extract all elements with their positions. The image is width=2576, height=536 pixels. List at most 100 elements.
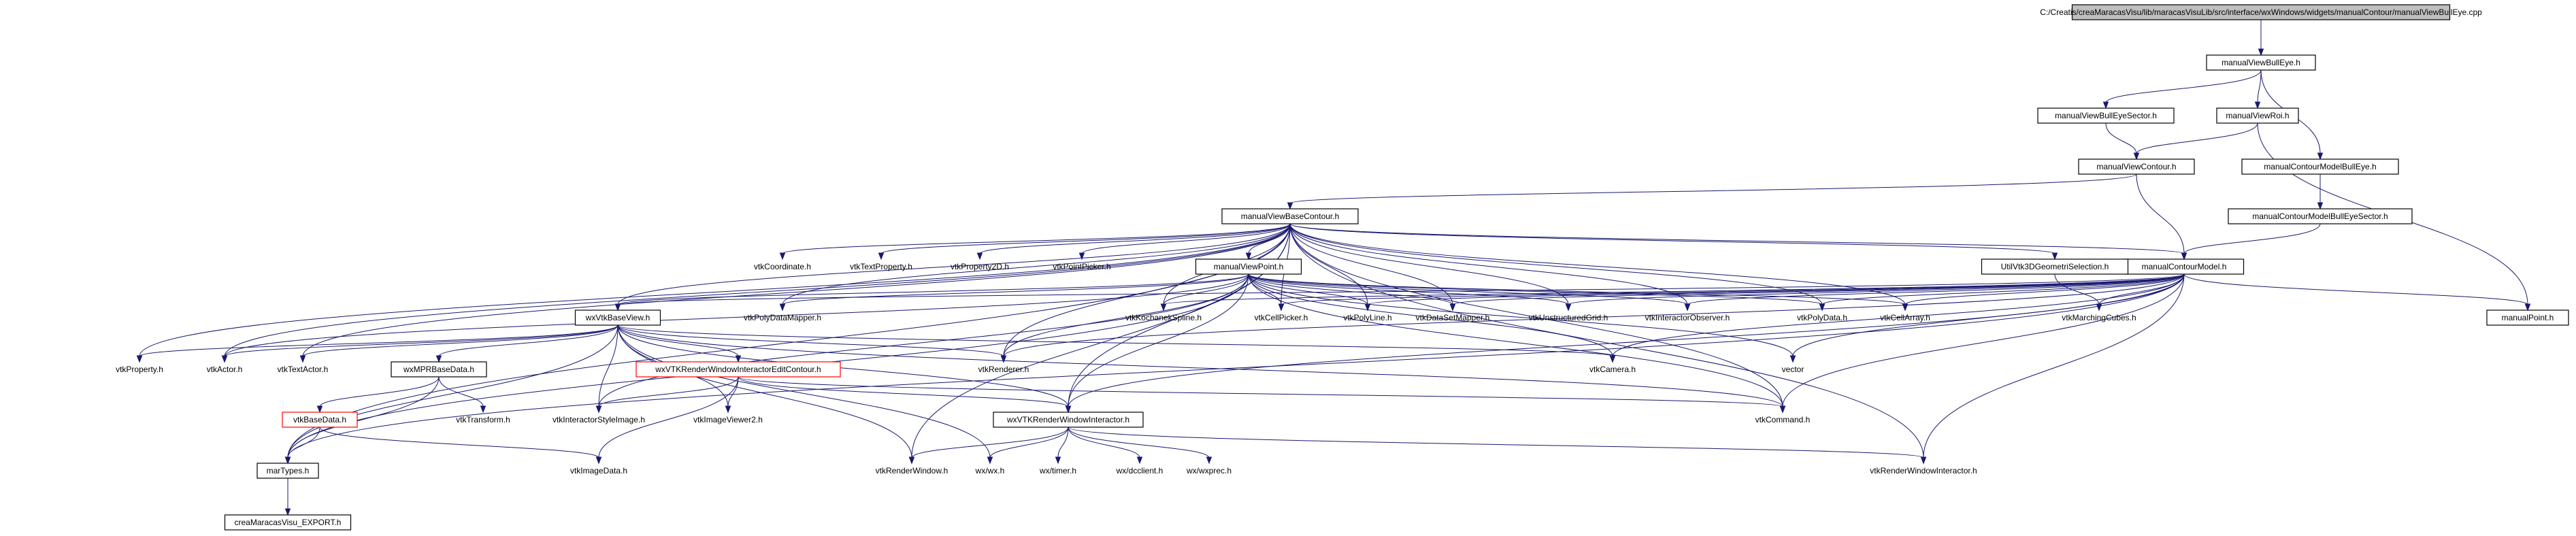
edge-cmodel_h-to-vtkunstructured — [1565, 273, 2185, 312]
node-viewcontour_h[interactable]: manualViewContour.h — [2078, 158, 2195, 175]
edge-cmbulleye_h-to-cmbulleyesector_h — [2317, 173, 2324, 210]
node-vtkbasedata[interactable]: vtkBaseData.h — [282, 412, 358, 428]
node-vtkproperty[interactable]: vtkProperty.h — [116, 365, 163, 374]
edge-wxvtkbaseview-to-wxmprbasedata — [435, 324, 618, 363]
node-vtkunstructured[interactable]: vtkUnstructuredGrid.h — [1529, 313, 1608, 322]
node-wxvtkbaseview[interactable]: wxVtkBaseView.h — [574, 309, 661, 326]
node-label: vtkTransform.h — [456, 415, 510, 424]
node-vtkkochanek[interactable]: vtkKochanekSpline.h — [1125, 313, 1202, 322]
node-vtkinteractorobs[interactable]: vtkInteractorObserver.h — [1645, 313, 1730, 322]
edge-bulleye_h-to-bulleyesector_h — [2102, 69, 2262, 110]
node-vtktextprop[interactable]: vtkTextProperty.h — [850, 262, 912, 271]
edge-cmodel_h-to-vtkinteractorobs — [1684, 273, 2185, 312]
graph-edges — [136, 20, 2531, 516]
node-wxtimer[interactable]: wx/timer.h — [1039, 466, 1076, 475]
edge-basecontour_h-to-vtktextprop — [878, 223, 1291, 261]
node-export[interactable]: creaMaracasVisu_EXPORT.h — [224, 514, 352, 531]
node-label: vtkPointPicker.h — [1053, 262, 1110, 271]
node-vtkdatasetmapper[interactable]: vtkDataSetMapper.h — [1416, 313, 1490, 322]
node-vtkpolydata[interactable]: vtkPolyData.h — [1797, 313, 1847, 322]
node-label: C:/Creatis/creaMaracasVisu/lib/maracasVi… — [2040, 7, 2482, 17]
node-vtkcellarray[interactable]: vtkCellArray.h — [1880, 313, 1930, 322]
node-label: wx/wx.h — [975, 466, 1005, 475]
node-box — [2228, 208, 2413, 224]
edge-wxvtkrwiedit-to-wxvtkrwi — [738, 376, 1072, 414]
node-wxmprbasedata[interactable]: wxMPRBaseData.h — [391, 361, 487, 378]
node-vtkcommand[interactable]: vtkCommand.h — [1755, 415, 1811, 424]
edge-martypes-to-export — [284, 478, 291, 516]
node-vtkcellpicker[interactable]: vtkCellPicker.h — [1255, 313, 1308, 322]
node-label: manualViewBaseContour.h — [1241, 212, 1340, 221]
node-label: wx/wxprec.h — [1186, 466, 1232, 475]
edge-cmodel_h-to-vtkpolydata — [1819, 273, 2185, 312]
node-vtkpointpicker[interactable]: vtkPointPicker.h — [1053, 262, 1110, 271]
node-util3d_h[interactable]: UtilVtk3DGeometriSelection.h — [1981, 258, 2129, 275]
edge-wxvtkrwi-to-vtkrwi — [1068, 426, 1927, 465]
node-label: vtkRenderer.h — [978, 365, 1029, 374]
edge-wxvtkrwi-to-vtkrenderwindow — [908, 426, 1069, 465]
node-root[interactable]: C:/Creatis/creaMaracasVisu/lib/maracasVi… — [2040, 4, 2482, 20]
node-box — [1195, 258, 1302, 275]
node-wxwx[interactable]: wx/wx.h — [975, 466, 1005, 475]
node-vtkactor[interactable]: vtkActor.h — [207, 365, 243, 374]
node-vtkinteractorstyleimage[interactable]: vtkInteractorStyleImage.h — [552, 415, 645, 424]
node-label: creaMaracasVisu_EXPORT.h — [235, 518, 342, 527]
node-martypes[interactable]: marTypes.h — [257, 463, 319, 479]
node-label: vtkCoordinate.h — [754, 262, 811, 271]
node-wxvtkrwi[interactable]: wxVTKRenderWindowInteractor.h — [993, 412, 1144, 428]
node-box — [1221, 208, 1359, 224]
node-vtkpolydatamapper[interactable]: vtkPolyDataMapper.h — [744, 313, 821, 322]
edge-cmodel_h-to-manualpoint_h — [2183, 273, 2531, 312]
edge-wxvtkrwi-to-wxdcclient — [1068, 426, 1143, 465]
node-label: UtilVtk3DGeometriSelection.h — [2001, 262, 2109, 271]
node-label: vtkBaseData.h — [293, 415, 346, 424]
node-box — [2078, 158, 2195, 175]
node-vtkmarching[interactable]: vtkMarchingCubes.h — [2062, 313, 2136, 322]
node-label: vtkTextProperty.h — [850, 262, 912, 271]
node-vtkcamera[interactable]: vtkCamera.h — [1589, 365, 1636, 374]
node-manualpoint_h[interactable]: manualPoint.h — [2486, 309, 2569, 326]
node-wxvtkrwiedit[interactable]: wxVTKRenderWindowInteractorEditContour.h — [635, 361, 841, 378]
node-vtkimageviewer2[interactable]: vtkImageViewer2.h — [693, 415, 763, 424]
node-roi_h[interactable]: manualViewRoi.h — [2216, 107, 2299, 124]
node-viewpoint_h[interactable]: manualViewPoint.h — [1195, 258, 1302, 275]
node-wxwxprec[interactable]: wx/wxprec.h — [1186, 466, 1232, 475]
node-label: manualViewRoi.h — [2226, 111, 2289, 120]
node-vtkrwi[interactable]: vtkRenderWindowInteractor.h — [1870, 466, 1977, 475]
node-vtktextactor[interactable]: vtkTextActor.h — [278, 365, 329, 374]
node-vtkcoord[interactable]: vtkCoordinate.h — [754, 262, 811, 271]
edge-cmodel_h-to-vtkdatasetmapper — [1449, 273, 2185, 312]
edge-viewcontour_h-to-basecontour_h — [1287, 173, 2137, 210]
edge-wxvtkrwi-to-wxwxprec — [1068, 426, 1212, 465]
edge-cmodel_h-to-vtkkochanek — [1160, 273, 2185, 312]
node-vtktransform[interactable]: vtkTransform.h — [456, 415, 510, 424]
node-label: vtkRenderWindow.h — [876, 466, 948, 475]
node-vtkrenderwindow[interactable]: vtkRenderWindow.h — [876, 466, 948, 475]
edge-cmodel_h-to-wxvtkbaseview — [614, 273, 2185, 312]
node-label: vector — [1782, 365, 1804, 374]
node-vtkimagedata[interactable]: vtkImageData.h — [570, 466, 627, 475]
node-label: manualContourModel.h — [2142, 262, 2227, 271]
node-box — [574, 309, 661, 326]
node-label: wxVtkBaseView.h — [585, 313, 650, 322]
node-bulleye_h[interactable]: manualViewBullEye.h — [2206, 54, 2316, 71]
node-bulleyesector_h[interactable]: manualViewBullEyeSector.h — [2037, 107, 2175, 124]
node-vector[interactable]: vector — [1782, 365, 1804, 374]
node-cmbulleyesector_h[interactable]: manualContourModelBullEyeSector.h — [2228, 208, 2413, 224]
node-cmbulleye_h[interactable]: manualContourModelBullEye.h — [2241, 158, 2399, 175]
edge-cmodel_h-to-vtkcellarray — [1902, 273, 2185, 312]
node-basecontour_h[interactable]: manualViewBaseContour.h — [1221, 208, 1359, 224]
node-vtkprop2d[interactable]: vtkProperty2D.h — [951, 262, 1009, 271]
edge-wxvtkbaseview-to-vtkcamera — [617, 324, 1616, 363]
edge-basecontour_h-to-vtkcoord — [779, 223, 1291, 261]
node-label: manualViewContour.h — [2096, 162, 2176, 171]
node-label: vtkPolyData.h — [1797, 313, 1847, 322]
node-vtkpolyline[interactable]: vtkPolyLine.h — [1343, 313, 1391, 322]
node-label: vtkCommand.h — [1755, 415, 1811, 424]
edge-cmbulleyesector_h-to-cmodel_h — [2181, 223, 2321, 261]
node-vtkrenderer[interactable]: vtkRenderer.h — [978, 365, 1029, 374]
node-cmodel_h[interactable]: manualContourModel.h — [2124, 258, 2245, 275]
edge-wxvtkbaseview-to-vtkrenderer — [617, 324, 1007, 363]
node-label: vtkProperty2D.h — [951, 262, 1009, 271]
node-wxdcclient[interactable]: wx/dcclient.h — [1116, 466, 1163, 475]
